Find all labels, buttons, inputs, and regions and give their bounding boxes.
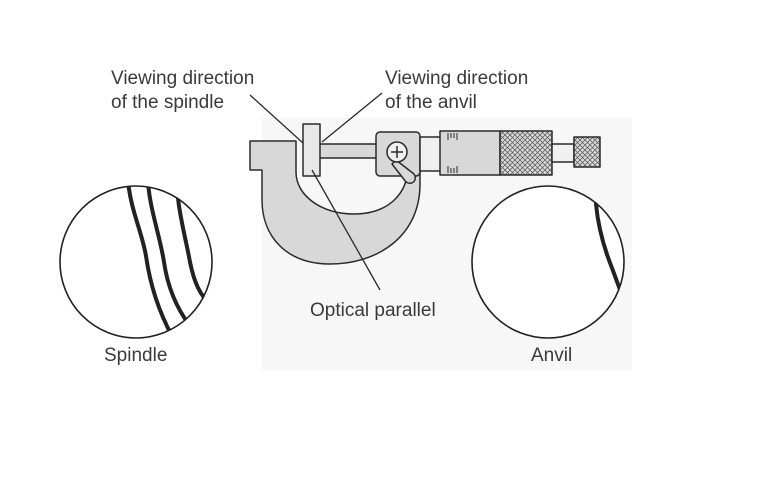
optical-parallel [302, 123, 321, 177]
spindle-view [59, 185, 213, 339]
anvil-label: Anvil [531, 345, 572, 366]
spindle-fringe-3 [176, 196, 212, 308]
optical-parallel-label: Optical parallel [310, 300, 436, 321]
ratchet-stop [573, 136, 601, 168]
spindle-direction-leader [249, 94, 304, 144]
spindle-direction-label-line2: of the spindle [111, 92, 224, 113]
spindle-fringe-1 [126, 186, 174, 338]
anvil-view-circle [471, 185, 625, 339]
knurled-grip [499, 130, 553, 176]
lock-lever [391, 159, 417, 185]
spindle-direction-label-line1: Viewing direction [111, 68, 254, 89]
anvil-view [471, 185, 625, 339]
spindle-label: Spindle [104, 345, 167, 366]
micrometer [249, 123, 601, 265]
ratchet-shaft [551, 143, 575, 163]
leader-lines [249, 92, 383, 291]
anvil-direction-label-line2: of the anvil [385, 92, 477, 113]
optical-parallel-leader [311, 169, 381, 291]
thimble [439, 130, 501, 176]
micrometer-frame [249, 140, 421, 265]
anvil-direction-label-line1: Viewing direction [385, 68, 528, 89]
anvil-direction-leader [321, 92, 383, 143]
frame-top-bar [317, 143, 379, 159]
lock-screw-slot [391, 146, 403, 158]
spindle-fringe-2 [146, 186, 192, 328]
thimble-graduations [447, 133, 458, 173]
